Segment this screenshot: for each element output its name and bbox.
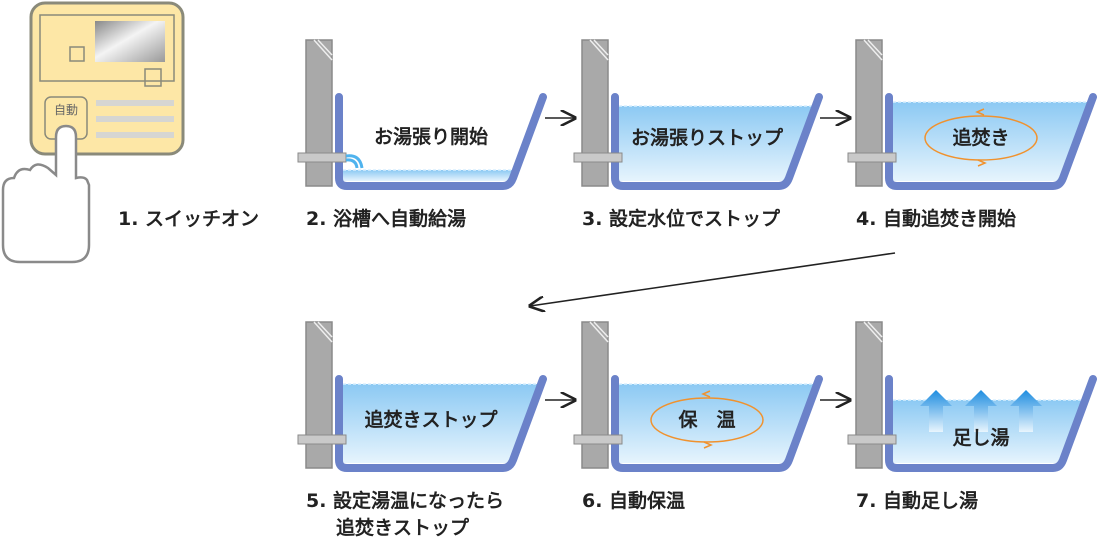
- step-6-label: 6. 自動保温: [582, 489, 685, 512]
- step-1-label: 1. スイッチオン: [118, 208, 259, 230]
- bathtub-step-2: お湯張り開始: [297, 39, 547, 190]
- step-4-label: 4. 自動追焚き開始: [856, 207, 1016, 230]
- display-screen: [95, 21, 165, 62]
- wall-pillar: [855, 39, 883, 187]
- wall-pillar: [581, 321, 609, 469]
- inlet-pipe: [847, 434, 897, 445]
- circulation-icon: [924, 115, 1038, 161]
- wall-pillar: [305, 321, 333, 469]
- bathtub-step-4: 追焚き: [847, 39, 1097, 190]
- remote-control-panel: 自動: [1, 1, 185, 264]
- step-3-label: 3. 設定水位でストップ: [582, 207, 781, 230]
- wall-pillar: [305, 39, 333, 187]
- flow-arrows: [530, 118, 896, 400]
- inlet-pipe: [573, 434, 623, 445]
- bathtub-step-6: 保 温: [573, 321, 823, 472]
- bathtub-step-3: お湯張りストップ: [573, 39, 823, 190]
- tub-outline: [335, 375, 547, 472]
- up-arrow-icon: [920, 390, 952, 432]
- tub-text-step-5: 追焚きストップ: [364, 408, 498, 431]
- up-arrow-icon: [965, 390, 997, 432]
- step-2-label: 2. 浴槽へ自動給湯: [306, 207, 466, 230]
- tub-text-step-6: 保 温: [677, 408, 735, 431]
- water: [619, 106, 813, 181]
- inlet-pipe: [297, 152, 347, 163]
- bathtub-step-7: 足し湯: [847, 321, 1097, 472]
- step-5-label-line-2: 追焚きストップ: [336, 516, 470, 539]
- wall-pillar: [581, 39, 609, 187]
- bathtub-step-5: 追焚きストップ: [297, 321, 547, 472]
- wall-pillar: [855, 321, 883, 469]
- tub-text-step-3: お湯張りストップ: [631, 126, 784, 149]
- tub-text-step-2: お湯張り開始: [374, 125, 488, 148]
- step-7-label: 7. 自動足し湯: [856, 489, 978, 512]
- tub-text-step-7: 足し湯: [952, 427, 1009, 449]
- step-5-label-line-1: 5. 設定湯温になったら: [306, 489, 504, 512]
- tub-outline: [611, 93, 823, 190]
- tub-outline: [335, 93, 547, 190]
- water: [343, 170, 513, 181]
- water-spout: [345, 154, 364, 169]
- auto-button-label: 自動: [54, 103, 78, 117]
- circulation-icon: [650, 397, 764, 443]
- water: [343, 384, 539, 463]
- tub-text-step-4: 追焚き: [952, 126, 1009, 149]
- hand-pointer-icon: [1, 124, 91, 264]
- tub-outline: [885, 375, 1097, 472]
- arrow-4-5: [530, 252, 896, 306]
- inlet-pipe: [847, 152, 897, 163]
- tub-outline: [885, 93, 1097, 190]
- tub-outline: [611, 375, 823, 472]
- inlet-pipe: [573, 152, 623, 163]
- up-arrow-icon: [1010, 390, 1042, 432]
- inlet-pipe: [297, 434, 347, 445]
